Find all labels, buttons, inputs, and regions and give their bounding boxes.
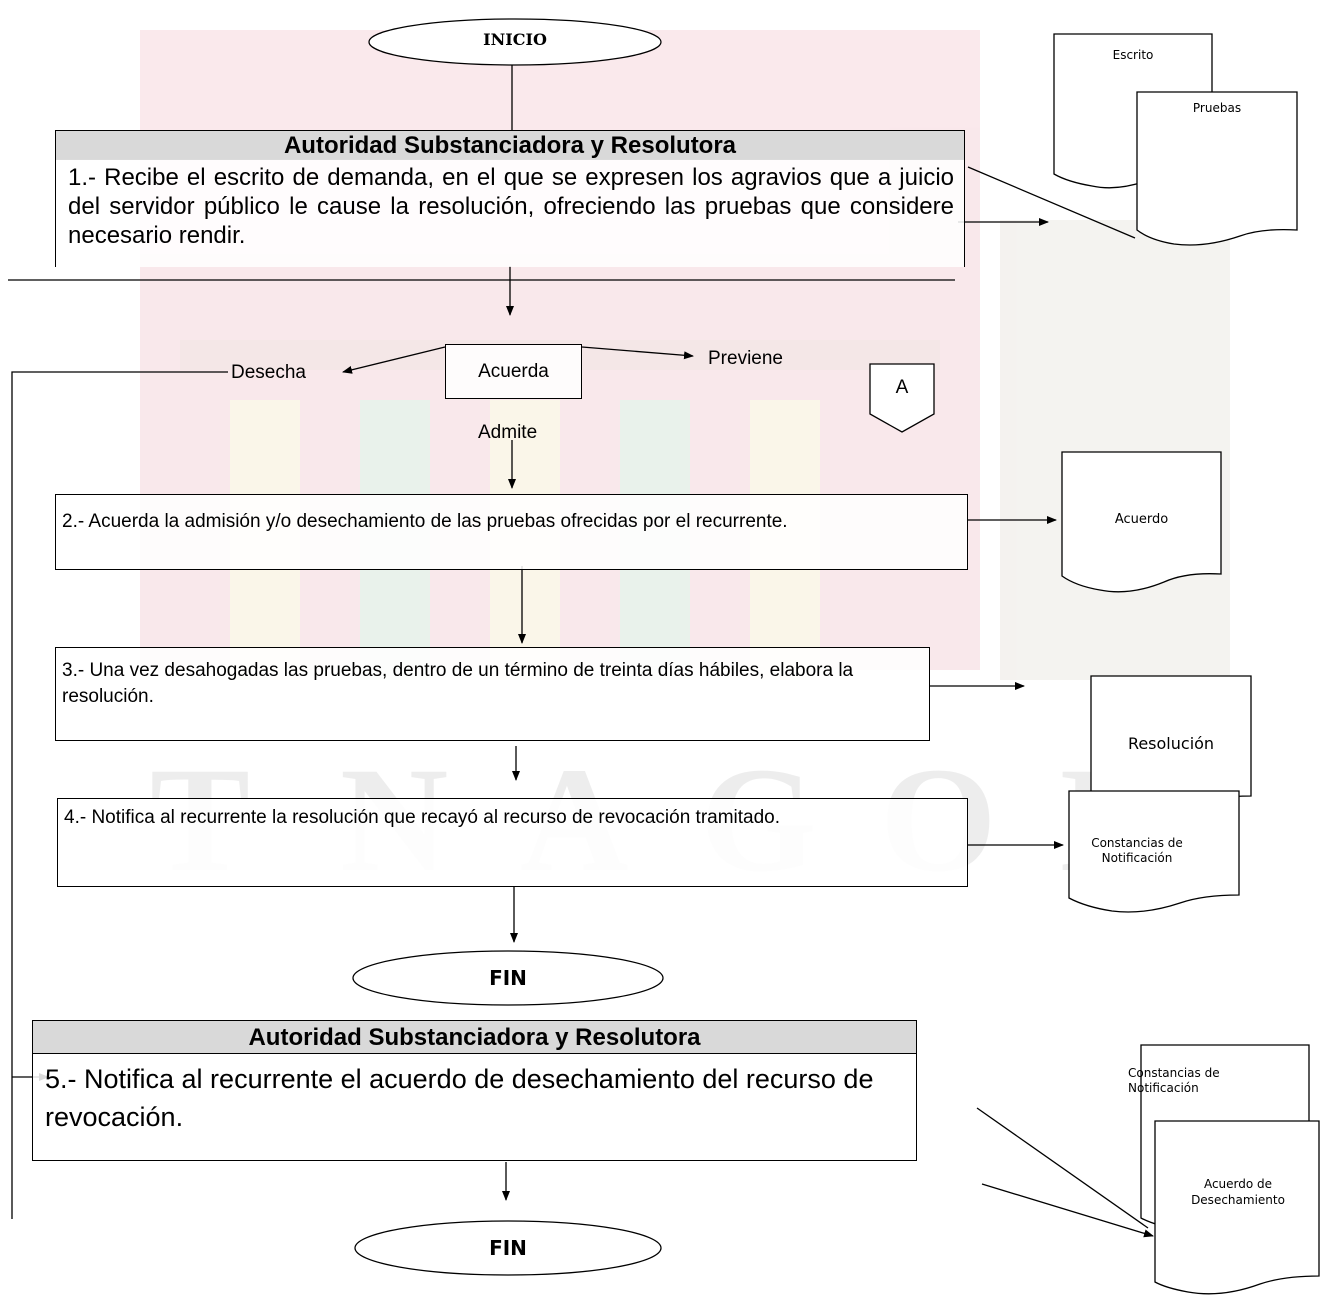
step1-box: 1.- Recibe el escrito de demanda, en el … xyxy=(55,159,965,267)
constancias2-doc-label: Constancias de Notificación xyxy=(1128,1066,1220,1095)
decision-acuerda: Acuerda xyxy=(445,344,582,399)
step2-box: 2.- Acuerda la admisión y/o desechamient… xyxy=(55,494,968,570)
arrow-to-acuerdo-desechamiento xyxy=(981,1183,1154,1238)
step5-box: 5.- Notifica al recurrente el acuerdo de… xyxy=(32,1053,917,1161)
connector-a-shape xyxy=(869,363,935,433)
step1-text: 1.- Recibe el escrito de demanda, en el … xyxy=(68,164,954,249)
end2-label: FIN xyxy=(489,1236,527,1260)
resolucion-doc-label: Resolución xyxy=(1127,734,1215,753)
connector-a-label: A xyxy=(895,377,909,398)
branch-previene-label: Previene xyxy=(708,348,783,369)
document-acuerdo xyxy=(1061,451,1222,593)
step4-box: 4.- Notifica al recurrente la resolución… xyxy=(57,798,968,887)
acuerdo-doc-label: Acuerdo xyxy=(1114,512,1169,527)
end1-label: FIN xyxy=(489,966,527,990)
end-terminator-2 xyxy=(354,1220,662,1276)
start-label: INICIO xyxy=(483,30,547,49)
connector-desecha-path xyxy=(11,371,228,1219)
arrow-previene xyxy=(581,346,694,360)
arrow-desecha xyxy=(342,346,446,374)
document-pruebas xyxy=(1136,91,1298,246)
document-constancias xyxy=(1068,790,1240,913)
pruebas-label: Pruebas xyxy=(1192,101,1242,115)
line-to-constancias2 xyxy=(976,1107,1149,1229)
constancias-doc-label: Constancias de Notificación xyxy=(1091,836,1183,865)
section2-header: Autoridad Substanciadora y Resolutora xyxy=(32,1020,917,1054)
acuerdo-desechamiento-label: Acuerdo de Desechamiento xyxy=(1191,1177,1285,1207)
branch-admite-label: Admite xyxy=(478,422,538,443)
escrito-label: Escrito xyxy=(1112,48,1154,62)
end-terminator-1 xyxy=(352,950,664,1006)
document-acuerdo-desechamiento xyxy=(1154,1120,1320,1295)
line-to-pruebas xyxy=(967,166,1136,239)
section1-header: Autoridad Substanciadora y Resolutora xyxy=(55,130,965,160)
step3-box: 3.- Una vez desahogadas las pruebas, den… xyxy=(55,647,930,741)
branch-desecha-label: Desecha xyxy=(231,362,306,383)
start-terminator xyxy=(368,18,662,66)
